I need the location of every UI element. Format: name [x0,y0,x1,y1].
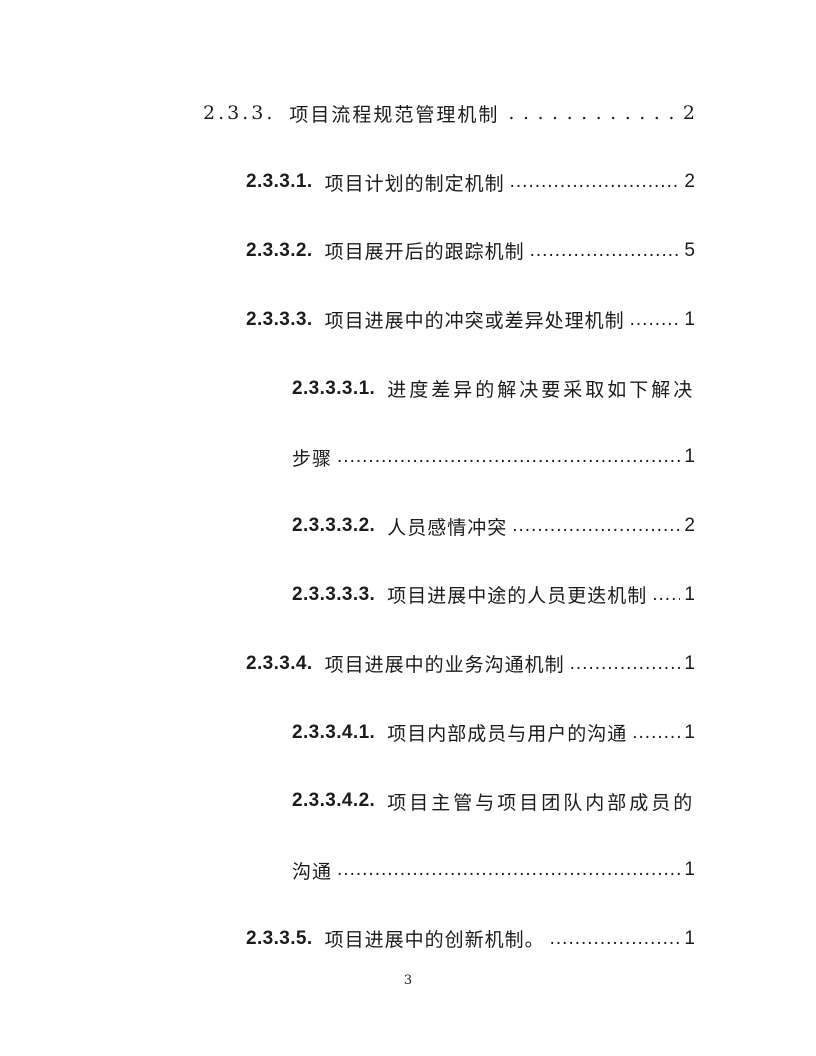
entry-number: 2.3.3.2. [246,239,313,261]
dot-leader: ........................................… [508,102,673,125]
dot-leader: ........................................… [337,859,681,881]
entry-number: 2.3.3.3. [246,308,313,330]
entry-page-number: 1 [684,652,695,674]
toc-entry-2-3-3-3-3[interactable]: 2.3.3.3.3. 项目进展中途的人员更迭机制 ...............… [203,561,695,630]
toc-entry-2-3-3-4[interactable]: 2.3.3.4. 项目进展中的业务沟通机制 ..................… [203,629,695,698]
entry-title: 沟通 [292,861,333,883]
toc-entry-2-3-3-3[interactable]: 2.3.3.3. 项目进展中的冲突或差异处理机制 ...............… [203,285,695,354]
entry-page-number: 1 [684,583,695,605]
dot-leader: ........................................… [509,171,681,193]
entry-title: 步骤 [292,448,333,470]
dot-leader: ........................................… [512,515,681,537]
toc-entry-2-3-3-1[interactable]: 2.3.3.1. 项目计划的制定机制 .....................… [203,148,695,217]
entry-page-number: 1 [684,859,695,881]
entry-title: 项目进展中的创新机制。 [324,930,545,952]
entry-page-number: 2 [682,102,695,125]
entry-title: 项目计划的制定机制 [324,173,505,195]
dot-leader: ........................................… [632,721,680,743]
toc-entry-2-3-3[interactable]: 2.3.3. 项目流程规范管理机制 ......................… [203,79,695,148]
toc-entry-2-3-3-2[interactable]: 2.3.3.2. 项目展开后的跟踪机制 ....................… [203,217,695,286]
dot-leader: ........................................… [337,446,681,468]
entry-page-number: 1 [684,446,695,468]
entry-title: 项目进展中途的人员更迭机制 [387,586,648,608]
toc-entry-2-3-3-3-1-continuation[interactable]: 步骤 .....................................… [203,423,695,492]
entry-page-number: 2 [684,171,695,193]
entry-number: 2.3.3.3.3. [292,583,376,605]
entry-page-number: 5 [684,239,695,261]
entry-number: 2.3.3.3.2. [292,515,376,537]
dot-leader: ........................................… [529,239,681,261]
table-of-contents: 2.3.3. 项目流程规范管理机制 ......................… [203,79,695,973]
toc-entry-2-3-3-4-2[interactable]: 2.3.3.4.2. 项目主管与项目团队内部成员的 [203,767,695,836]
entry-page-number: 2 [684,515,695,537]
entry-title: 项目主管与项目团队内部成员的 [387,792,696,814]
page-number-footer: 3 [403,973,413,988]
dot-leader: ........................................… [652,583,680,605]
entry-title: 项目内部成员与用户的沟通 [387,724,628,746]
entry-title: 进度差异的解决要采取如下解决 [387,380,696,402]
entry-number: 2.3.3.3.1. [292,377,376,399]
entry-number: 2.3.3.4.1. [292,721,376,743]
dot-leader: ........................................… [549,927,681,949]
entry-number: 2.3.3.1. [246,171,313,193]
toc-entry-2-3-3-3-2[interactable]: 2.3.3.3.2. 人员感情冲突 ......................… [203,492,695,561]
toc-entry-2-3-3-4-2-continuation[interactable]: 沟通 .....................................… [203,836,695,905]
entry-title: 人员感情冲突 [387,517,508,539]
entry-title: 项目展开后的跟踪机制 [324,242,525,264]
toc-entry-2-3-3-3-1[interactable]: 2.3.3.3.1. 进度差异的解决要采取如下解决 [203,354,695,423]
dot-leader: ........................................… [569,652,681,674]
entry-number: 2.3.3.4.2. [292,790,376,812]
entry-title: 项目流程规范管理机制 [289,103,500,126]
entry-page-number: 1 [684,927,695,949]
entry-title: 项目进展中的业务沟通机制 [324,655,565,677]
entry-title: 项目进展中的冲突或差异处理机制 [324,311,625,333]
entry-number: 2.3.3.4. [246,652,313,674]
entry-page-number: 1 [684,308,695,330]
toc-entry-2-3-3-4-1[interactable]: 2.3.3.4.1. 项目内部成员与用户的沟通 ................… [203,698,695,767]
entry-number: 2.3.3.5. [246,927,313,949]
entry-page-number: 1 [684,721,695,743]
dot-leader: ........................................… [629,308,681,330]
toc-entry-2-3-3-5[interactable]: 2.3.3.5. 项目进展中的创新机制。 ...................… [203,905,695,974]
entry-number: 2.3.3. [203,102,276,125]
